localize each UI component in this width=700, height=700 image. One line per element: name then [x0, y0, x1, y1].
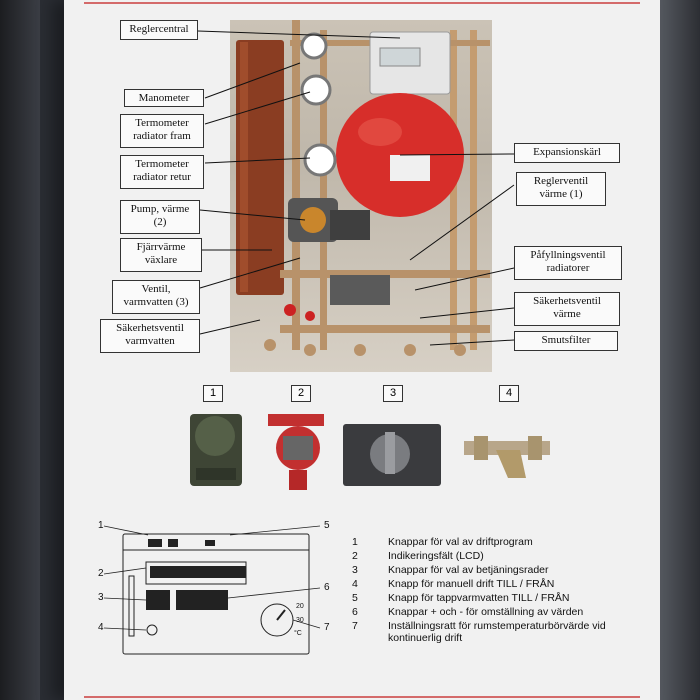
component-number-2: 2 [291, 385, 311, 402]
label-reglercentral: Reglercentral [120, 20, 198, 40]
top-red-rule [84, 2, 640, 4]
label-sakerhetsventil-varmvatten: Säkerhetsventil varmvatten [100, 319, 200, 353]
diagram-number-6: 6 [324, 582, 330, 593]
legend-text: Knappar + och - för omställning av värde… [388, 606, 584, 618]
label-smutsfilter: Smutsfilter [514, 331, 618, 351]
legend-row: 4 Knapp för manuell drift TILL / FRÅN [352, 578, 640, 590]
legend-row: 3 Knappar för val av betjäningsrader [352, 564, 640, 576]
diagram-number-3: 3 [98, 592, 104, 603]
legend-number: 3 [352, 564, 358, 576]
diagram-number-7: 7 [324, 622, 330, 633]
legend-row: 2 Indikeringsfält (LCD) [352, 550, 640, 562]
diagram-number-4: 4 [98, 622, 104, 633]
dial-mark-20: 20 [296, 603, 304, 610]
legend-row: 6 Knappar + och - för omställning av värd… [352, 606, 640, 618]
legend-text: Knappar för val av driftprogram [388, 536, 533, 548]
component-number-3: 3 [383, 385, 403, 402]
legend-number: 7 [352, 620, 358, 632]
diagram-number-5: 5 [324, 520, 330, 531]
label-manometer: Manometer [124, 89, 204, 107]
legend-number: 2 [352, 550, 358, 562]
legend-row: 7 Inställningsratt för rumstemperaturbörv… [352, 620, 640, 644]
dial-mark-30: 30 [296, 617, 304, 624]
legend-number: 6 [352, 606, 358, 618]
label-expansionskarl: Expansionskärl [514, 143, 620, 163]
label-termometer-retur: Termometer radiator retur [120, 155, 204, 189]
substation-drawing [236, 20, 490, 356]
legend-text: Knapp för tappvarmvatten TILL / FRÅN [388, 592, 570, 604]
label-reglerventil: Reglerventil värme (1) [516, 172, 606, 206]
background-right-edge [654, 0, 700, 700]
dial-mark-unit: °C [294, 630, 302, 637]
substation-photo [230, 20, 492, 372]
legend-row: 5 Knapp för tappvarmvatten TILL / FRÅN [352, 592, 640, 604]
component-number-4: 4 [499, 385, 519, 402]
diagram-number-2: 2 [98, 568, 104, 579]
label-pump: Pump, värme (2) [120, 200, 200, 234]
background-left-edge [0, 0, 40, 700]
legend-text: Inställningsratt för rumstemperaturbörvä… [388, 620, 606, 644]
legend-number: 5 [352, 592, 358, 604]
label-sakerhetsventil-varme: Säkerhetsventil värme [514, 292, 620, 326]
controller-legend: 1 Knappar för val av driftprogram 2 Indike… [352, 536, 640, 646]
legend-text: Knapp för manuell drift TILL / FRÅN [388, 578, 555, 590]
label-termometer-fram: Termometer radiator fram [120, 114, 204, 148]
legend-number: 4 [352, 578, 358, 590]
legend-row: 1 Knappar för val av driftprogram [352, 536, 640, 548]
component-number-1: 1 [203, 385, 223, 402]
legend-text: Indikeringsfält (LCD) [388, 550, 484, 562]
label-fjarrvarme: Fjärrvärme växlare [120, 238, 202, 272]
legend-number: 1 [352, 536, 358, 548]
bottom-red-rule [84, 696, 640, 698]
diagram-number-1: 1 [98, 520, 104, 531]
label-pafyllningsventil: Påfyllningsventil radiatorer [514, 246, 622, 280]
label-ventil-varmvatten: Ventil, varmvatten (3) [112, 280, 200, 314]
legend-text: Knappar för val av betjäningsrader [388, 564, 549, 576]
